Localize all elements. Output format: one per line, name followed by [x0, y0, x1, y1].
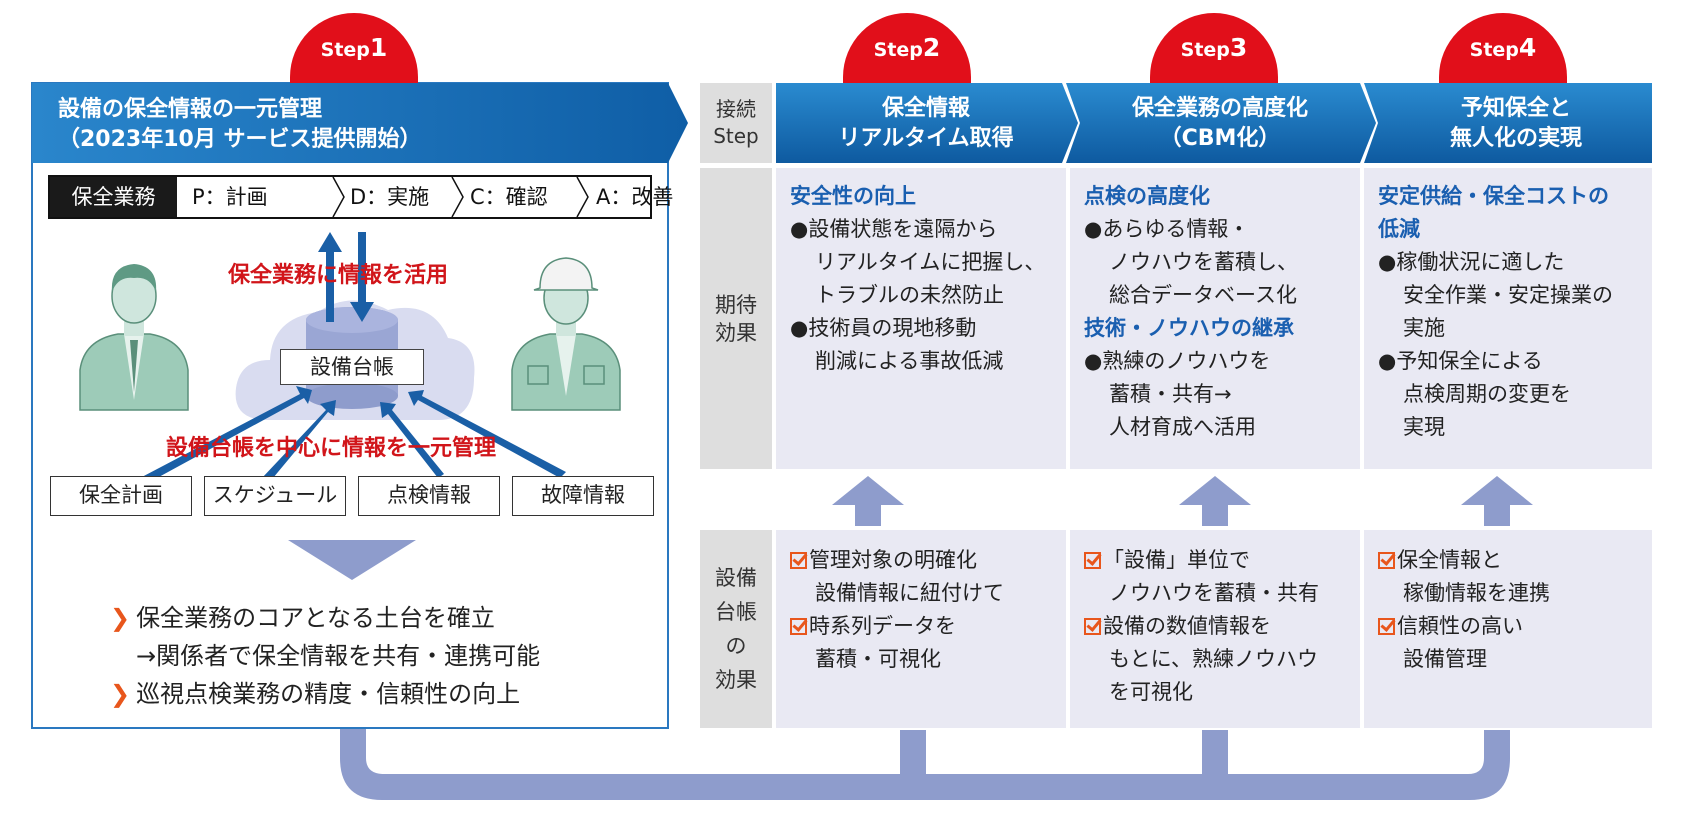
manager-person-icon — [79, 264, 189, 411]
pdca-phase-check: C：確認 — [470, 185, 548, 209]
source-arrows — [140, 386, 566, 484]
equipment-ledger-label: 設備台帳 — [280, 349, 424, 385]
expected-effect-step2: 安全性の向上 ●設備状態を遠隔から リアルタイムに把握し、 トラブルの未然防止 … — [776, 168, 1066, 469]
header-step3: 保全業務の高度化（CBM化） — [1131, 96, 1308, 151]
step1-badge: Step1 — [290, 13, 418, 83]
expected-effect-step3: 点検の高度化 ●あらゆる情報・ ノウハウを蓄積し、 総合データベース化 技術・ノ… — [1070, 168, 1360, 469]
expected-effect-step4: 安定供給・保全コストの 低減 ●稼働状況に適した 安全作業・安定操業の 実施 ●… — [1364, 168, 1652, 469]
pdca-phase-act: A：改善 — [596, 185, 674, 209]
header-chevron-step3 — [1066, 83, 1376, 163]
data-exchange-arrows — [318, 232, 374, 322]
checkbox-icon — [1378, 618, 1395, 635]
ledger-effect-step3: 「設備」単位で ノウハウを蓄積・共有 設備の数値情報を もとに、熟練ノウハウ を… — [1070, 530, 1360, 728]
pdca-bar: 保全業務 P：計画 D：実施 C：確認 A：改善 — [48, 175, 673, 219]
worker-helmet-icon — [511, 257, 621, 411]
source-maintenance-plan: 保全計画 — [50, 476, 192, 516]
source-schedule: スケジュール — [204, 476, 346, 516]
chevron-bullet-icon: ❯ — [110, 680, 131, 708]
header-step2: 保全情報リアルタイム取得 — [838, 96, 1014, 151]
checkbox-icon — [1084, 618, 1101, 635]
connect-step-label-bg — [700, 83, 772, 163]
pdca-dividers — [332, 177, 589, 217]
ledger-effect-step4: 保全情報と 稼働情報を連携 信頼性の高い 設備管理 — [1364, 530, 1652, 728]
outcome-1: ❯保全業務のコアとなる土台を確立 — [110, 604, 495, 632]
source-failure-info: 故障情報 — [512, 476, 654, 516]
pdca-phase-do: D：実施 — [350, 185, 430, 209]
header-chevron-step2 — [776, 83, 1078, 163]
down-arrow — [288, 540, 416, 580]
pdca-phase-plan: P：計画 — [192, 185, 268, 209]
caption-centralize: 設備台帳を中心に情報を一元管理 — [166, 436, 497, 461]
left-title-line2: （2023年10月 サービス提供開始） — [58, 127, 422, 152]
checkbox-icon — [790, 618, 807, 635]
header-step4: 予知保全と無人化の実現 — [1449, 96, 1582, 151]
flow-up-arrows — [832, 476, 1533, 526]
checkbox-icon — [790, 552, 807, 569]
row-label-expected: 期待効果 — [700, 168, 772, 469]
feedback-flow-path — [340, 720, 1510, 800]
left-panel-title: 設備の保全情報の一元管理 （2023年10月 サービス提供開始） — [58, 95, 422, 155]
ledger-effect-step2: 管理対象の明確化 設備情報に紐付けて 時系列データを 蓄積・可視化 — [776, 530, 1066, 728]
pdca-label: 保全業務 — [50, 177, 177, 217]
chevron-bullet-icon: ❯ — [110, 604, 131, 632]
left-panel-header — [32, 83, 688, 163]
left-title-line1: 設備の保全情報の一元管理 — [58, 97, 323, 122]
header-chevron-step4 — [1364, 83, 1652, 163]
outcome-2: ❯巡視点検業務の精度・信頼性の向上 — [110, 680, 521, 708]
source-inspection-info: 点検情報 — [358, 476, 500, 516]
checkbox-icon — [1084, 552, 1101, 569]
row-label-ledger-effect: 設備台帳の効果 — [700, 530, 772, 728]
caption-use-info: 保全業務に情報を活用 — [228, 263, 449, 288]
checkbox-icon — [1378, 552, 1395, 569]
outcome-1-sub: →関係者で保全情報を共有・連携可能 — [136, 642, 541, 670]
